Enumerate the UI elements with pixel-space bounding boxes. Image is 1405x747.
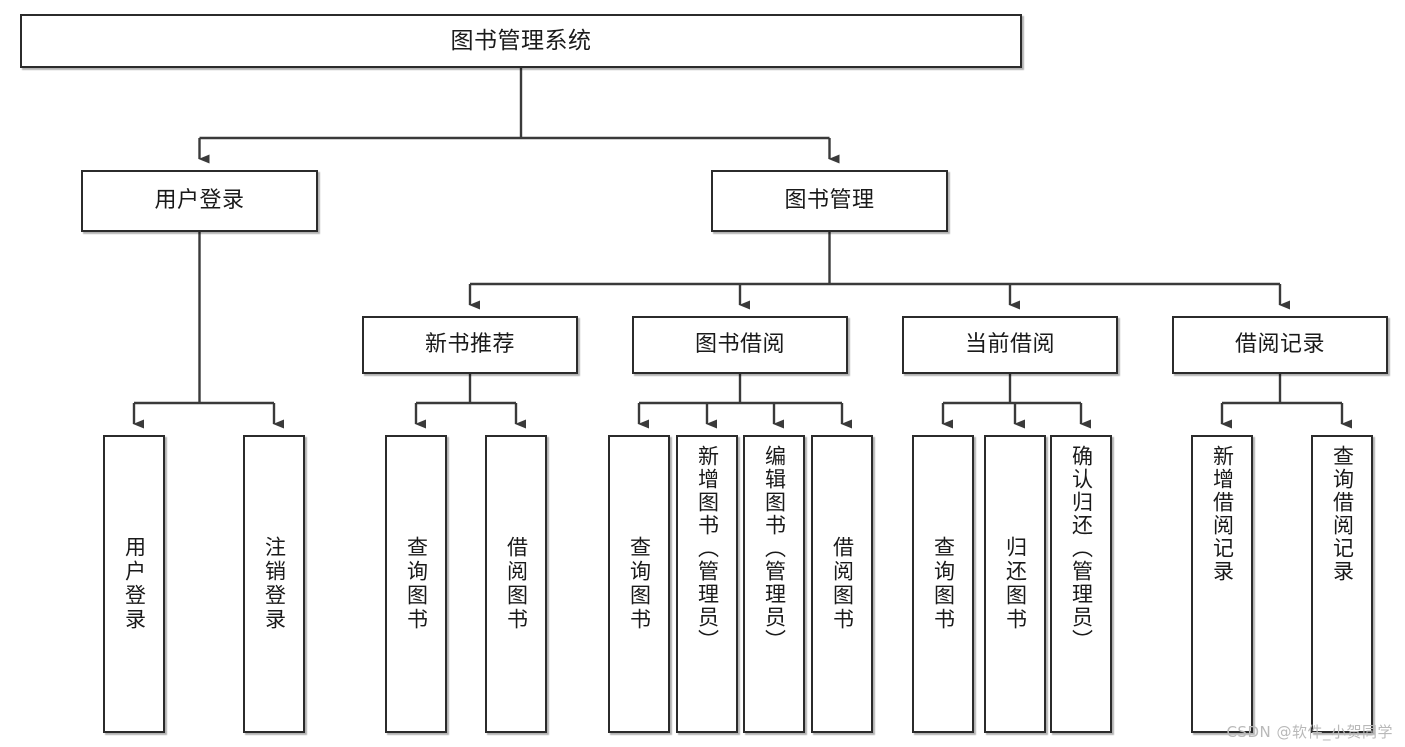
node-label: 查询借阅记录 [1330, 445, 1355, 583]
node-leaf-rec-query[interactable]: 查询借阅记录 [1311, 435, 1373, 733]
node-label: 归还图书 [1003, 536, 1028, 632]
node-leaf-nb-query[interactable]: 查询图书 [385, 435, 447, 733]
node-records[interactable]: 借阅记录 [1172, 316, 1388, 374]
node-leaf-user-login[interactable]: 用户登录 [103, 435, 165, 733]
node-label: 新增借阅记录 [1210, 445, 1235, 583]
node-label: 用户登录 [154, 188, 245, 214]
node-label: 查询图书 [627, 536, 652, 632]
node-leaf-bw-borrow[interactable]: 借阅图书 [811, 435, 873, 733]
node-login[interactable]: 用户登录 [81, 170, 318, 232]
node-label: 借阅记录 [1234, 332, 1325, 358]
node-label: 当前借阅 [964, 332, 1055, 358]
node-borrow[interactable]: 图书借阅 [632, 316, 848, 374]
node-leaf-cur-query[interactable]: 查询图书 [912, 435, 974, 733]
node-leaf-cur-return[interactable]: 归还图书 [984, 435, 1046, 733]
node-label: 查询图书 [931, 536, 956, 632]
node-leaf-rec-add[interactable]: 新增借阅记录 [1191, 435, 1253, 733]
node-label: 查询图书 [404, 536, 429, 632]
node-current[interactable]: 当前借阅 [902, 316, 1118, 374]
node-label: 图书管理 [784, 188, 875, 214]
node-leaf-bw-add[interactable]: 新增图书（管理员） [676, 435, 738, 733]
node-label: 图书借阅 [694, 332, 785, 358]
node-label: 编辑图书（管理员） [762, 445, 787, 652]
node-leaf-nb-borrow[interactable]: 借阅图书 [485, 435, 547, 733]
node-leaf-cur-confirm[interactable]: 确认归还（管理员） [1050, 435, 1112, 733]
node-newbook[interactable]: 新书推荐 [362, 316, 578, 374]
node-label: 新书推荐 [424, 332, 515, 358]
node-leaf-user-logout[interactable]: 注销登录 [243, 435, 305, 733]
node-label: 确认归还（管理员） [1069, 445, 1094, 652]
node-leaf-bw-query[interactable]: 查询图书 [608, 435, 670, 733]
node-label: 新增图书（管理员） [695, 445, 720, 652]
node-label: 注销登录 [262, 536, 287, 632]
watermark: CSDN @软件_小贺同学 [1226, 723, 1393, 741]
node-label: 图书管理系统 [450, 27, 592, 54]
node-bookmgmt[interactable]: 图书管理 [711, 170, 948, 232]
node-label: 借阅图书 [504, 536, 529, 632]
node-label: 借阅图书 [830, 536, 855, 632]
node-leaf-bw-edit[interactable]: 编辑图书（管理员） [743, 435, 805, 733]
node-label: 用户登录 [122, 536, 147, 632]
node-root[interactable]: 图书管理系统 [20, 14, 1022, 68]
